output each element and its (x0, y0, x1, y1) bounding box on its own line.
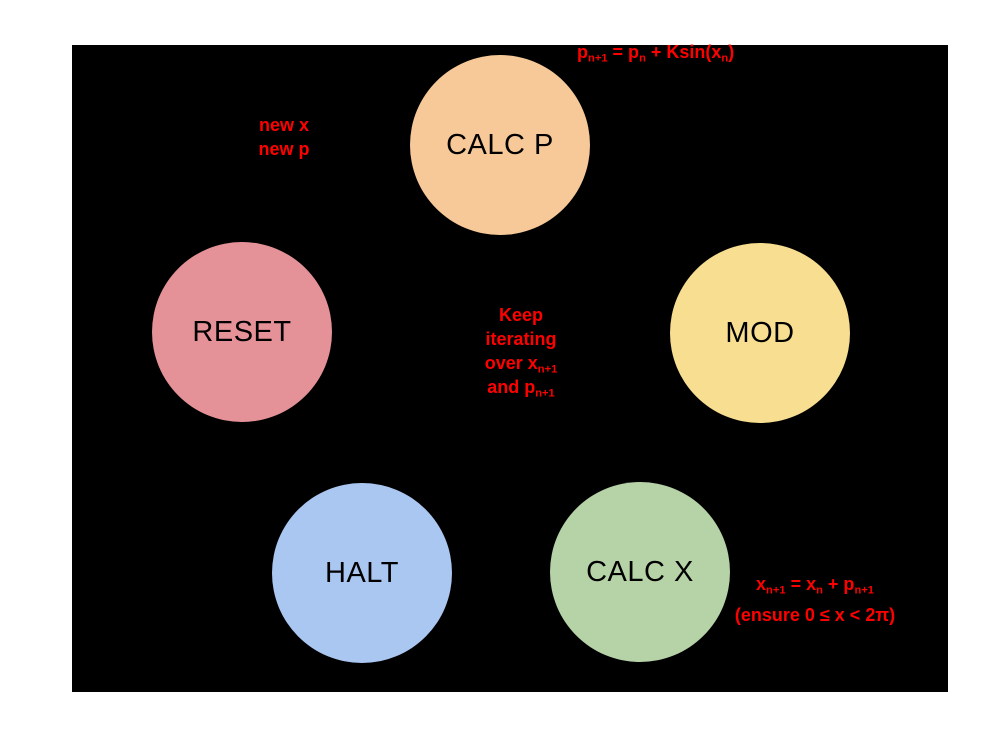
formula-subscript: n (721, 52, 729, 65)
formula-segment: + Ksin(x (645, 42, 722, 62)
formula-segment: over x (484, 353, 538, 373)
formula-segment: and p (487, 377, 536, 397)
formula-segment: = x (785, 574, 817, 594)
node-mod-label: MOD (725, 316, 795, 349)
formula-subscript: n (639, 52, 646, 65)
annotation-keep-iterating: Keep iterating over xn+1 and pn+1 (461, 303, 581, 399)
annotation-line: (ensure 0 ≤ x < 2π) (734, 605, 896, 625)
annotation-line: over xn+1 (461, 351, 581, 375)
node-mod: MOD (670, 243, 850, 423)
formula-subscript: n+1 (854, 584, 874, 597)
formula-segment: + p (822, 574, 855, 594)
annotation-x-update-formula: xn+1 = xn + pn+1 (ensure 0 ≤ x < 2π) (715, 569, 915, 631)
formula-subscript: n+1 (588, 52, 608, 65)
annotation-line: iterating (485, 329, 557, 349)
annotation-line: Keep (498, 305, 543, 325)
node-calc-p: CALC P (410, 55, 590, 235)
formula-segment: = p (607, 42, 640, 62)
node-calc-x: CALC X (550, 482, 730, 662)
node-reset-label: RESET (192, 315, 292, 348)
formula-segment: p (577, 42, 588, 62)
annotation-new-values: new x new p (234, 113, 334, 161)
node-calc-x-label: CALC X (586, 555, 694, 588)
annotation-line: new x (258, 115, 310, 135)
node-calc-p-label: CALC P (446, 128, 554, 161)
annotation-line: and pn+1 (461, 375, 581, 399)
formula-segment: ) (728, 42, 735, 62)
formula-subscript: n+1 (537, 363, 558, 376)
formula-segment: x (756, 574, 767, 594)
annotation-p-update-formula: pn+1 = pn + Ksin(xn) (577, 41, 735, 65)
annotation-line: new p (258, 139, 310, 159)
node-halt-label: HALT (325, 556, 399, 589)
diagram-canvas: CALC P RESET MOD HALT CALC X pn+1 = pn +… (72, 42, 948, 692)
formula-subscript: n (816, 584, 823, 597)
node-halt: HALT (272, 483, 452, 663)
formula-subscript: n+1 (535, 387, 555, 400)
annotation-line: xn+1 = xn + pn+1 (715, 569, 915, 600)
formula-subscript: n+1 (766, 584, 786, 597)
node-reset: RESET (152, 242, 332, 422)
